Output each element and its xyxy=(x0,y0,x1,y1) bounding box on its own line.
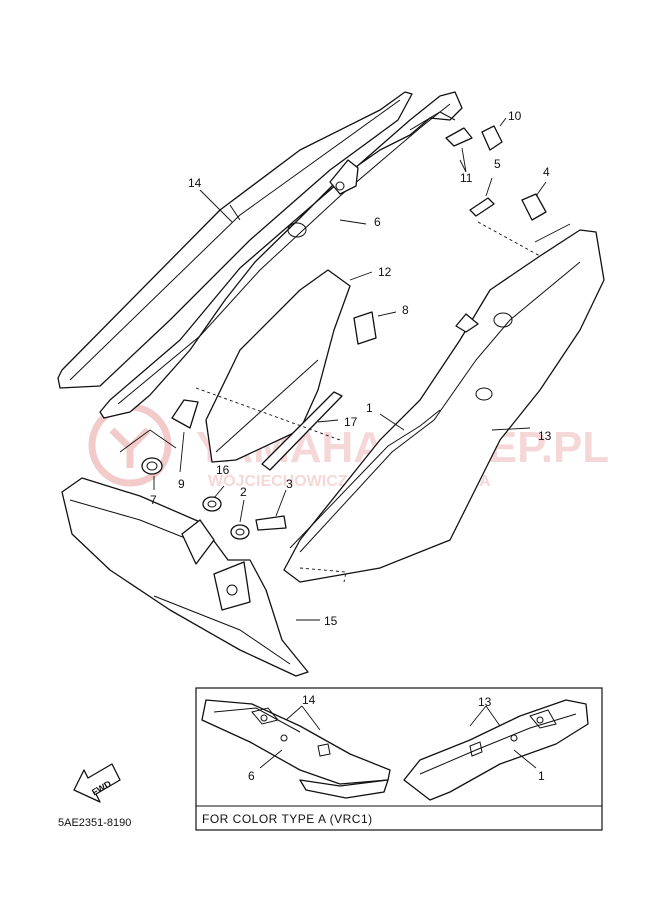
callout-16: 16 xyxy=(216,463,230,477)
part-12-panel xyxy=(205,269,351,463)
callout-5: 5 xyxy=(494,157,501,171)
inset-callout-6: 6 xyxy=(248,769,255,783)
callout-11: 11 xyxy=(460,171,473,185)
inset-callout-14: 14 xyxy=(302,693,316,707)
callout-12: 12 xyxy=(378,265,392,279)
callout-10: 10 xyxy=(508,109,522,123)
part-16-grommet xyxy=(202,496,222,512)
callout-7: 7 xyxy=(150,493,157,507)
part-4-damper xyxy=(521,193,547,221)
part-3-damper xyxy=(255,515,287,531)
part-17-tube xyxy=(261,391,343,471)
callout-1: 1 xyxy=(366,401,373,415)
inset-callout-13: 13 xyxy=(478,695,492,709)
leader-lines xyxy=(153,117,547,621)
part-9-damper xyxy=(171,399,199,429)
part-2-grommet xyxy=(230,524,250,540)
callout-13: 13 xyxy=(538,429,552,443)
inset-callout-1: 1 xyxy=(538,769,545,783)
callout-17: 17 xyxy=(344,415,358,429)
part-8-damper xyxy=(353,311,377,345)
part-15-side-cover-lower xyxy=(61,477,309,677)
part-11-pad xyxy=(445,127,473,147)
callout-2: 2 xyxy=(240,485,247,499)
part-5-pad xyxy=(469,197,495,217)
inset-color-type-a: 14 13 6 1 FOR COLOR TYPE A (VRC1) xyxy=(195,687,603,831)
callout-8: 8 xyxy=(402,303,409,317)
inset-caption: FOR COLOR TYPE A (VRC1) xyxy=(202,812,373,826)
part-1-side-cover-frame xyxy=(289,409,441,549)
callout-15: 15 xyxy=(324,614,338,628)
callout-3: 3 xyxy=(286,477,293,491)
inset-frame xyxy=(195,687,603,831)
callout-14: 14 xyxy=(188,176,202,190)
callout-6: 6 xyxy=(374,215,381,229)
part-6-side-cover-frame xyxy=(99,91,463,419)
callout-9: 9 xyxy=(178,477,185,491)
part-10-pad xyxy=(481,125,503,151)
fwd-arrow-icon: FWD xyxy=(73,763,121,803)
part-7-grommet xyxy=(141,457,163,475)
inset-part-1-cover xyxy=(403,699,589,801)
diagram-code: 5AE2351-8190 xyxy=(58,817,131,829)
inset-part-6-cover xyxy=(201,699,391,785)
callout-4: 4 xyxy=(543,165,550,179)
part-14-side-cover-upper xyxy=(57,91,413,389)
